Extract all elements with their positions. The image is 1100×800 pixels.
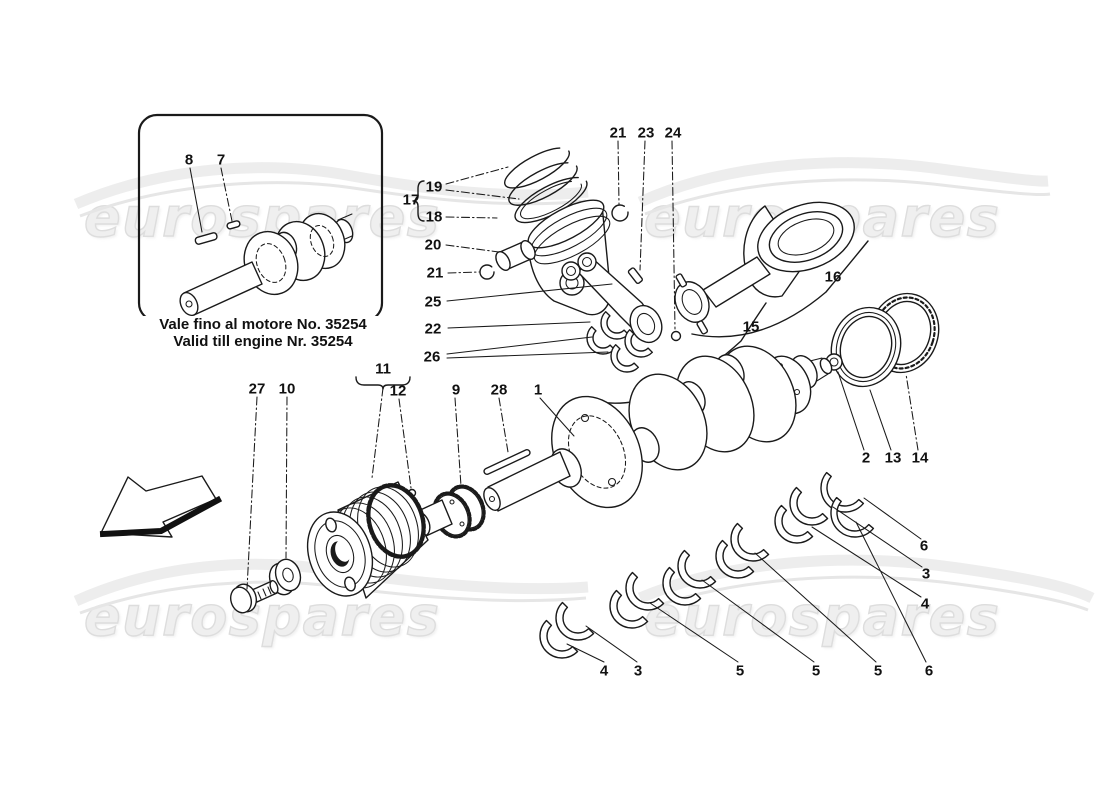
- callout-12: 12: [389, 382, 407, 400]
- inset-caption-line1: Vale fino al motore No. 35254: [132, 316, 394, 333]
- callout-10: 10: [278, 380, 296, 398]
- callout-6: 6: [924, 662, 934, 680]
- main-bearing-shells: [539, 471, 875, 659]
- callout-6: 6: [919, 537, 929, 555]
- callout-17: 17: [402, 191, 420, 209]
- callout-23: 23: [637, 124, 655, 142]
- callout-15: 15: [742, 318, 760, 336]
- callout-26: 26: [423, 348, 441, 366]
- inset-caption-line2: Valid till engine Nr. 35254: [132, 333, 394, 350]
- front-piston-assembly: [479, 147, 663, 344]
- callout-21: 21: [426, 264, 444, 282]
- callout-19: 19: [425, 178, 443, 196]
- rear-piston-conrod: [598, 201, 869, 404]
- leader-lines: [189, 140, 927, 663]
- callout-18: 18: [425, 208, 443, 226]
- callout-3: 3: [921, 565, 931, 583]
- callout-4: 4: [599, 662, 609, 680]
- callout-11: 11: [375, 360, 391, 378]
- callout-5: 5: [811, 662, 821, 680]
- callout-28: 28: [490, 381, 508, 399]
- callout-5: 5: [873, 662, 883, 680]
- callout-13: 13: [884, 449, 902, 467]
- callout-2: 2: [861, 449, 871, 467]
- callout-8: 8: [184, 151, 194, 169]
- callout-22: 22: [424, 320, 442, 338]
- callout-21: 21: [609, 124, 627, 142]
- direction-arrow: [99, 475, 223, 538]
- callout-3: 3: [633, 662, 643, 680]
- inset-crankshaft-drawing: [179, 212, 354, 317]
- rod-bearing-shells: [586, 310, 654, 373]
- callout-16: 16: [824, 268, 842, 286]
- crankshaft-drawing: [483, 345, 833, 512]
- callout-4: 4: [920, 595, 930, 613]
- callout-25: 25: [424, 293, 442, 311]
- callout-7: 7: [216, 151, 226, 169]
- callout-9: 9: [451, 381, 461, 399]
- seal-rings: [825, 292, 940, 388]
- callout-24: 24: [664, 124, 682, 142]
- callout-14: 14: [911, 449, 929, 467]
- callout-27: 27: [248, 380, 266, 398]
- callout-5: 5: [735, 662, 745, 680]
- pulley-drawing: [229, 481, 429, 614]
- callout-1: 1: [533, 381, 543, 399]
- callout-20: 20: [424, 236, 442, 254]
